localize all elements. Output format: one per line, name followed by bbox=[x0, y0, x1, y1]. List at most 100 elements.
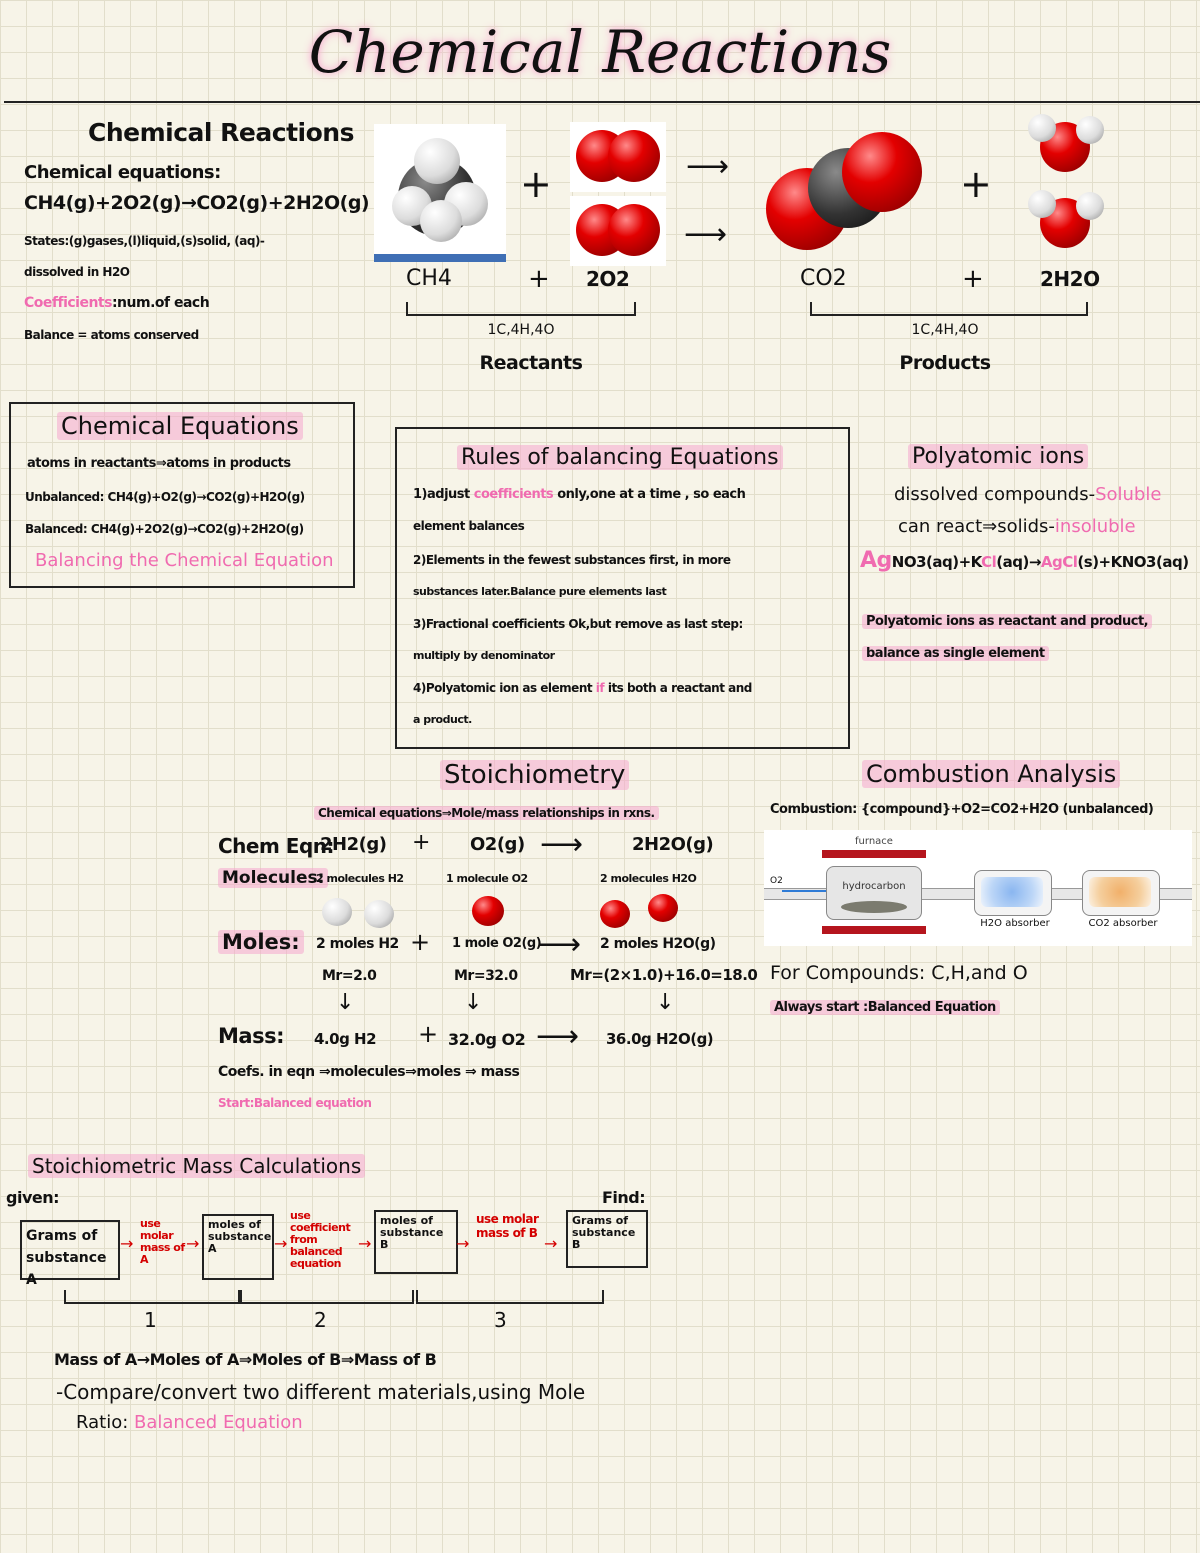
mr-h2: Mr=2.0 bbox=[322, 968, 377, 984]
sample-boat bbox=[841, 901, 907, 913]
reaction-arrow: ⟶ bbox=[684, 217, 728, 252]
h2o-molecule-icon bbox=[600, 900, 630, 928]
balancing-link: Balancing the Chemical Equation bbox=[35, 550, 334, 571]
reaction-arrow: ⟶ bbox=[536, 1019, 580, 1054]
moles-p: 2 moles H2O(g) bbox=[600, 936, 716, 952]
mass-p: 36.0g H2O(g) bbox=[606, 1030, 714, 1048]
stoichiometry-heading: Stoichiometry bbox=[440, 760, 630, 790]
h2o-molecule-icon bbox=[648, 894, 678, 922]
molecules-r2: 1 molecule O2 bbox=[446, 872, 528, 885]
step-molar-mass-a: use molar mass of A bbox=[140, 1217, 185, 1266]
rule-2: 2)Elements in the fewest substances firs… bbox=[413, 553, 731, 567]
step-2-bracket bbox=[240, 1290, 414, 1304]
co2-absorber-fill bbox=[1089, 877, 1151, 907]
water-absorber-label: H2O absorber bbox=[980, 918, 1050, 929]
find-label: Find: bbox=[602, 1188, 646, 1207]
soluble-text: Soluble bbox=[1095, 484, 1162, 505]
stoichiometry-subtitle: Chemical equations⇒Mole/mass relationshi… bbox=[314, 806, 659, 820]
combustion-start-note: Always start :Balanced Equation bbox=[770, 1000, 1000, 1015]
carbon-dioxide-model bbox=[766, 128, 926, 254]
given-label: given: bbox=[6, 1188, 60, 1207]
cl-ion: Cl bbox=[981, 553, 997, 571]
co2-absorber-label: CO2 absorber bbox=[1088, 918, 1158, 929]
plus-sign: + bbox=[412, 830, 431, 855]
o2-label: 2O2 bbox=[586, 267, 630, 291]
rule-3-cont: multiply by denominator bbox=[413, 649, 555, 662]
moles-r2: 1 mole O2(g) bbox=[452, 936, 542, 951]
moles-r1: 2 moles H2 bbox=[316, 936, 399, 952]
ag-ion: Ag bbox=[860, 548, 892, 573]
eqn-reactant-2: O2(g) bbox=[470, 834, 525, 855]
rule-3: 3)Fractional coefficients Ok,but remove … bbox=[413, 617, 743, 631]
products-label: Products bbox=[899, 352, 991, 374]
rule-1-text: 1)adjust bbox=[413, 487, 470, 502]
molecules-label: Molecules: bbox=[218, 868, 329, 888]
hydrogen-atom bbox=[1076, 116, 1104, 144]
reaction-arrow: ⟶ bbox=[540, 827, 584, 862]
water-absorber-fill bbox=[981, 877, 1043, 907]
mass-label: Mass: bbox=[218, 1024, 284, 1048]
rule-1-text-end: only,one at a time , so each bbox=[557, 487, 746, 502]
hydrogen-atom bbox=[1028, 190, 1056, 218]
flow-arrow: → bbox=[544, 1234, 558, 1253]
chem-eqn-label: Chem Eqn: bbox=[218, 834, 335, 858]
step-number-2: 2 bbox=[314, 1308, 327, 1332]
grams-b-box: Grams of substance B bbox=[566, 1210, 648, 1268]
rule-4-cont: a product. bbox=[413, 713, 472, 726]
states-note: States:(g)gases,(l)liquid,(s)solid, (aq)… bbox=[24, 234, 265, 248]
mr-o2: Mr=32.0 bbox=[454, 968, 518, 984]
equation-part: (aq)→ bbox=[996, 553, 1041, 571]
moles-a-box: moles of substance A bbox=[202, 1214, 274, 1280]
reaction-arrow: ⟶ bbox=[686, 149, 730, 184]
combustion-chamber: hydrocarbon bbox=[826, 866, 922, 920]
moles-label: Moles: bbox=[218, 930, 304, 954]
reactants-bracket bbox=[406, 302, 636, 316]
image-caption-bar bbox=[374, 254, 506, 262]
down-arrow: ↓ bbox=[656, 990, 675, 1015]
h2-molecule-icon bbox=[364, 900, 394, 928]
down-arrow: ↓ bbox=[336, 990, 355, 1015]
flow-arrow: → bbox=[358, 1234, 372, 1253]
flow-arrow: → bbox=[456, 1234, 470, 1253]
mr-h2o: Mr=(2×1.0)+16.0=18.0 bbox=[570, 966, 758, 984]
rule-4-text-end: its both a reactant and bbox=[607, 681, 753, 695]
unbalanced-equation: Unbalanced: CH4(g)+O2(g)→CO2(g)+H2O(g) bbox=[25, 490, 305, 504]
furnace-label: furnace bbox=[855, 836, 893, 847]
atoms-conserved-note: atoms in reactants⇒atoms in products bbox=[27, 456, 291, 471]
flow-arrow-line bbox=[782, 890, 830, 892]
flow-arrow: → bbox=[186, 1234, 200, 1253]
plus-sign: + bbox=[410, 928, 431, 956]
down-arrow: ↓ bbox=[464, 990, 483, 1015]
hydrogen-atom bbox=[420, 200, 462, 242]
dissolved-text: dissolved compounds- bbox=[894, 484, 1096, 505]
h2-molecule-icon bbox=[322, 898, 352, 926]
molecules-p: 2 molecules H2O bbox=[600, 872, 697, 885]
mass-calc-heading: Stoichiometric Mass Calculations bbox=[28, 1154, 366, 1178]
combustion-formula: Combustion: {compound}+O2=CO2+H2O (unbal… bbox=[770, 802, 1154, 817]
step-1-bracket bbox=[64, 1290, 240, 1304]
balance-note: Balance = atoms conserved bbox=[24, 328, 199, 342]
oxygen-model-image bbox=[570, 196, 666, 266]
box-heading: Chemical Equations bbox=[57, 412, 303, 440]
mass-r1: 4.0g H2 bbox=[314, 1030, 377, 1048]
ratio-label: Ratio: bbox=[76, 1412, 129, 1433]
equation-part: NO3(aq)+K bbox=[891, 553, 982, 571]
flow-arrow: → bbox=[120, 1234, 134, 1253]
oxygen-inlet-label: O2 bbox=[770, 876, 783, 886]
h2o-label: 2H2O bbox=[1040, 267, 1100, 291]
ratio-note: Ratio: Balanced Equation bbox=[76, 1412, 303, 1433]
reactant-atom-count: 1C,4H,4O bbox=[487, 322, 555, 338]
co2-label: CO2 bbox=[800, 266, 847, 291]
eqn-reactant-1: 2H2(g) bbox=[320, 834, 387, 855]
methane-equation: CH4(g)+2O2(g)→CO2(g)+2H2O(g) bbox=[24, 192, 370, 214]
ch4-label: CH4 bbox=[406, 266, 452, 291]
insoluble-text: insoluble bbox=[1054, 516, 1136, 537]
plus-sign: + bbox=[528, 264, 550, 294]
step-number-1: 1 bbox=[144, 1308, 157, 1332]
reactants-label: Reactants bbox=[479, 352, 583, 374]
rule-1: 1)adjust coefficients only,one at a time… bbox=[413, 487, 746, 502]
polyatomic-heading: Polyatomic ions bbox=[908, 444, 1089, 469]
moles-b-box: moles of substance B bbox=[374, 1210, 458, 1274]
mass-r2: 32.0g O2 bbox=[448, 1030, 526, 1049]
rule-2-cont: substances later.Balance pure elements l… bbox=[413, 585, 667, 598]
